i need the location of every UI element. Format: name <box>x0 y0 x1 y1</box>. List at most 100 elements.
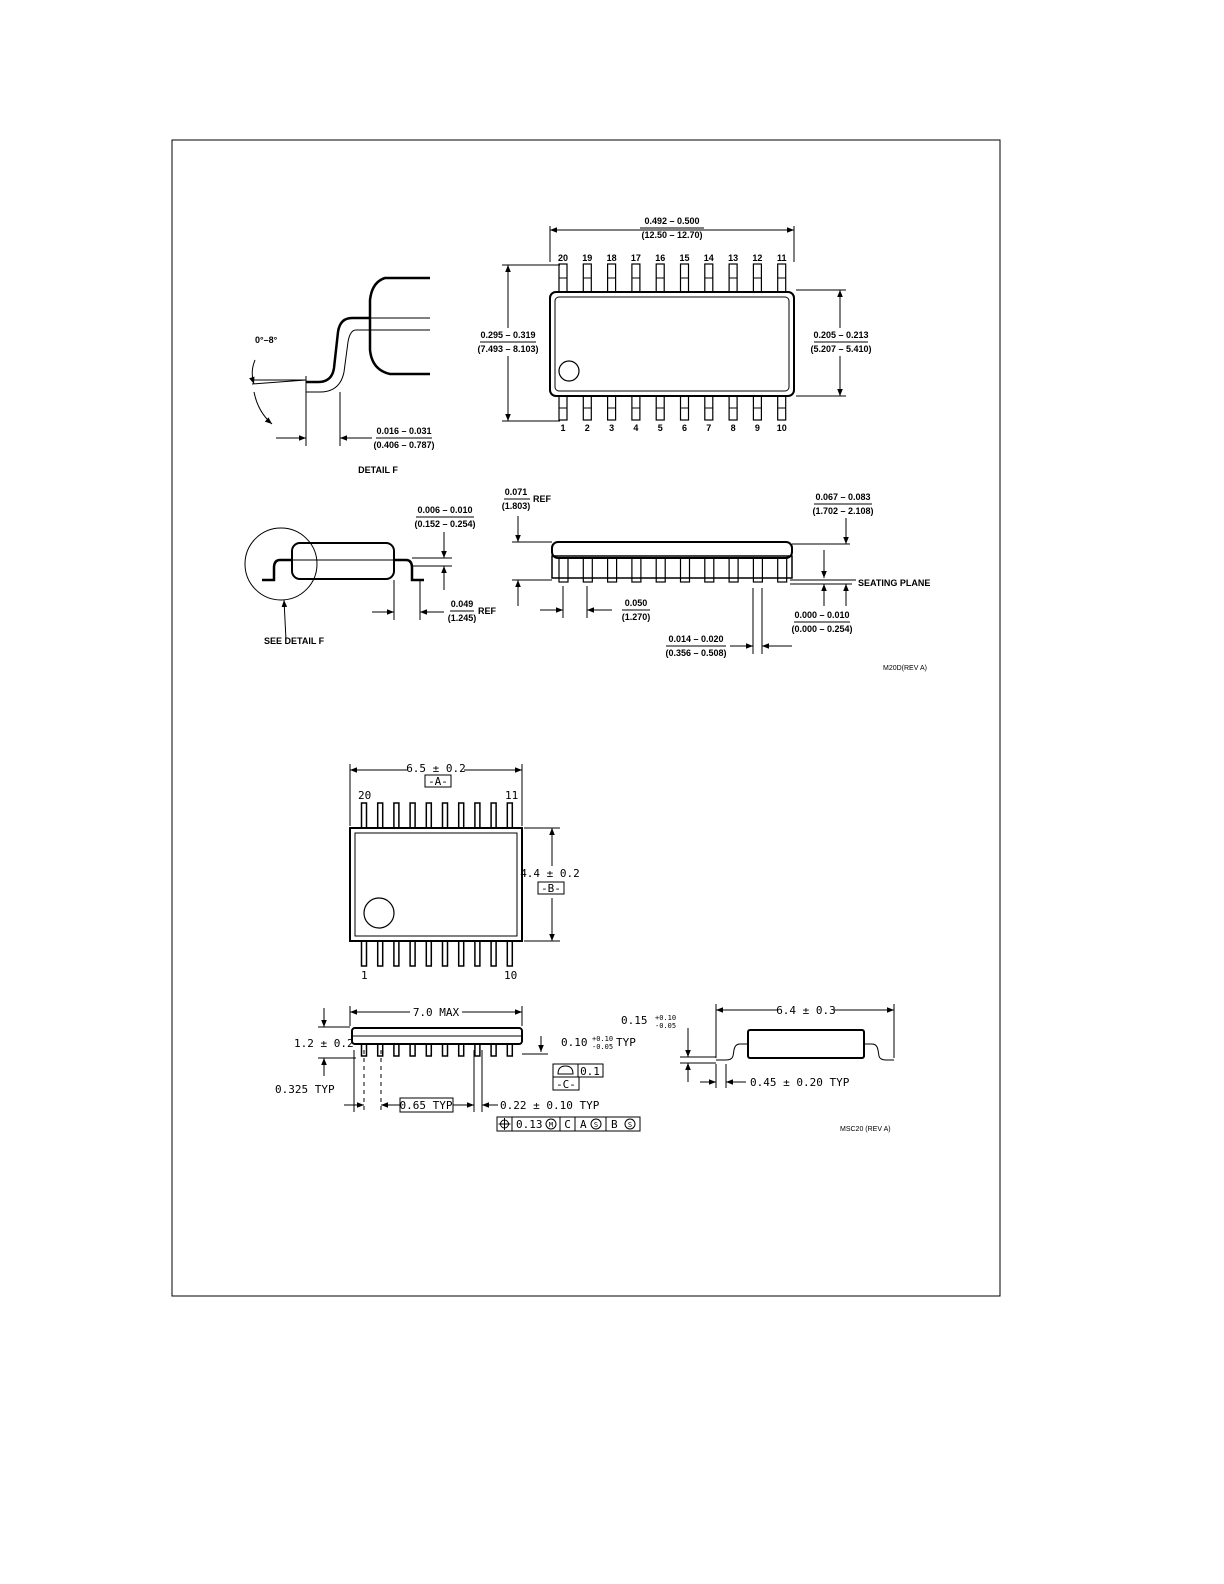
m20d-end-view: SEE DETAIL F 0.006 – 0.010 (0.152 – 0.25… <box>244 505 497 646</box>
m20d-lead-thk-in: 0.006 – 0.010 <box>417 505 472 515</box>
msc20-bottom-lead <box>490 940 497 967</box>
tol-datum-c: C <box>564 1118 571 1131</box>
m20d-standoff-in: 0.071 <box>505 487 528 497</box>
msc20-bottom-lead <box>360 940 368 967</box>
m20d-body-mm: (5.207 – 5.410) <box>810 344 871 354</box>
msc20-rev: MSC20 (REV A) <box>840 1126 891 1133</box>
m20d-length-in: 0.492 – 0.500 <box>644 216 699 226</box>
msc20-end-view: 6.4 ± 0.3 0.15 +0.10 -0.05 0.45 ± 0.20 T… <box>621 1002 895 1133</box>
msc20-lead-thk-typ: TYP <box>616 1036 636 1049</box>
m20d-top-pin-number: 14 <box>704 253 714 263</box>
position-tolerance-frame: 0.13 M C A S B S <box>496 1116 641 1132</box>
msc20-body-width: 4.4 ± 0.2 <box>520 867 580 880</box>
m20d-rev: M20D(REV A) <box>883 665 927 672</box>
detail-f: 0°–8° 0.016 – 0.031 (0.406 – 0.787) DETA… <box>249 276 435 475</box>
tol-value: 0.13 <box>516 1118 543 1131</box>
msc20-top-lead <box>425 802 433 829</box>
msc20-bottom-pins <box>360 940 514 967</box>
m20d-pitch-in: 0.050 <box>625 598 648 608</box>
m20d-clearance-in: 0.000 – 0.010 <box>794 610 849 620</box>
msc20-standoff-tol-minus: -0.05 <box>655 1022 676 1030</box>
datum-a: -A- <box>428 775 448 788</box>
msc20-bottom-lead <box>376 940 384 967</box>
msc20-top-lead <box>376 802 384 829</box>
rfs-icon-b <box>624 1118 636 1130</box>
m20d-bottom-pin-number: 7 <box>706 423 711 433</box>
msc20-top-lead <box>409 802 416 829</box>
mmc-icon <box>545 1118 557 1130</box>
msc20-bottom-lead <box>425 940 433 967</box>
msc20-top-lead <box>441 802 449 829</box>
msc20-top-lead <box>474 802 481 829</box>
rfs-icon-a <box>590 1118 602 1130</box>
m20d-bottom-pin-number: 10 <box>777 423 787 433</box>
m20d-bottom-pin-number: 8 <box>731 423 736 433</box>
m20d-body-in: 0.205 – 0.213 <box>813 330 868 340</box>
m20d-clearance-mm: (0.000 – 0.254) <box>791 624 852 634</box>
msc20-pitch: 0.65 TYP <box>400 1099 453 1112</box>
m20d-pitch-mm: (1.270) <box>622 612 651 622</box>
svg-text:M: M <box>549 1121 553 1129</box>
msc20-lead-thk-tol-minus: -0.05 <box>592 1043 613 1051</box>
msc20-standoff-tol-plus: +0.10 <box>655 1014 676 1022</box>
m20d-standoff-ref: REF <box>533 494 552 504</box>
position-icon <box>498 1118 511 1130</box>
m20d-lead-ref-mm: (1.245) <box>448 613 477 623</box>
msc20-pin-20: 20 <box>358 789 371 802</box>
tol-datum-a: A <box>580 1118 587 1131</box>
m20d-height-mm: (1.702 – 2.108) <box>812 506 873 516</box>
drawing-frame <box>171 139 1001 1297</box>
m20d-top-pin-number: 11 <box>777 253 787 263</box>
m20d-width-mm: (0.356 – 0.508) <box>665 648 726 658</box>
msc20-bottom-lead <box>393 940 400 967</box>
msc20-edge: 0.325 TYP <box>275 1083 335 1096</box>
msc20-lead-thk: 0.10 <box>561 1036 588 1049</box>
detail-f-label: DETAIL F <box>358 465 398 475</box>
m20d-top-pin-number: 12 <box>752 253 762 263</box>
m20d-body-inner <box>554 296 790 392</box>
m20d-side-leads <box>558 555 788 583</box>
msc20-side-view: 7.0 MAX 1.2 ± 0.2 0.10 +0.10 -0.05 TYP 0… <box>275 1004 641 1132</box>
m20d-span-mm: (7.493 – 8.103) <box>477 344 538 354</box>
msc20-lead-thk-tol-plus: +0.10 <box>592 1035 613 1043</box>
datum-c: -C- <box>556 1078 576 1091</box>
svg-text:S: S <box>628 1121 632 1129</box>
m20d-side-view: SEATING PLANE 0.071 (1.803) REF 0.067 – … <box>502 487 931 672</box>
m20d-width-in: 0.014 – 0.020 <box>668 634 723 644</box>
m20d-length-mm: (12.50 – 12.70) <box>641 230 702 240</box>
m20d-lead-ref-label: REF <box>478 606 497 616</box>
msc20-length: 6.5 ± 0.2 <box>406 762 466 775</box>
m20d-span-in: 0.295 – 0.319 <box>480 330 535 340</box>
msc20-pin-1: 1 <box>361 969 368 982</box>
detail-f-angle: 0°–8° <box>255 335 278 345</box>
m20d-bottom-pin-number: 9 <box>755 423 760 433</box>
msc20-top-view: 6.5 ± 0.2 -A- 20 11 1 10 4.4 ± 0.2 -B- <box>349 760 580 982</box>
msc20-foot: 0.45 ± 0.20 TYP <box>750 1076 850 1089</box>
svg-text:S: S <box>594 1121 598 1129</box>
m20d-top-pin-number: 15 <box>679 253 689 263</box>
m20d-top-pin-number: 18 <box>607 253 617 263</box>
msc20-pin-11: 11 <box>505 789 518 802</box>
msc20-top-lead <box>393 802 400 829</box>
m20d-bottom-pin-number: 5 <box>658 423 663 433</box>
msc20-body <box>349 827 523 942</box>
m20d-height-in: 0.067 – 0.083 <box>815 492 870 502</box>
m20d-lead-ref-in: 0.049 <box>451 599 474 609</box>
m20d-top-pin-number: 16 <box>655 253 665 263</box>
msc20-top-lead <box>360 802 368 829</box>
m20d-bottom-pin-number: 4 <box>633 423 638 433</box>
msc20-height: 1.2 ± 0.2 <box>294 1037 354 1050</box>
msc20-bottom-lead <box>441 940 449 967</box>
msc20-bottom-lead <box>506 940 514 967</box>
m20d-bottom-pin-number: 6 <box>682 423 687 433</box>
seating-plane: SEATING PLANE <box>858 578 930 588</box>
msc20-max-len: 7.0 MAX <box>413 1006 460 1019</box>
see-detail-f: SEE DETAIL F <box>264 636 325 646</box>
m20d-top-pin-number: 20 <box>558 253 568 263</box>
m20d-top-pin-number: 13 <box>728 253 738 263</box>
msc20-lead-width: 0.22 ± 0.10 TYP <box>500 1099 600 1112</box>
detail-f-foot-mm: (0.406 – 0.787) <box>373 440 434 450</box>
